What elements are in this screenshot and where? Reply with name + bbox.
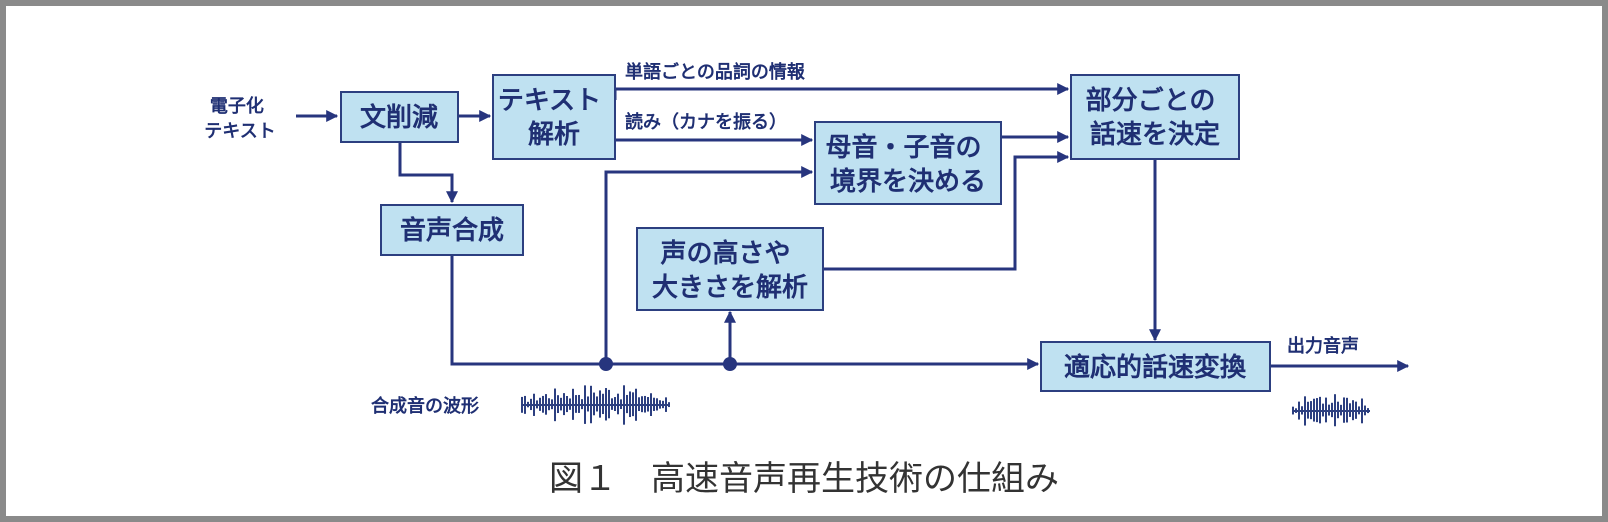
svg-text:声の高さや 大きさを解析: 声の高さや 大きさを解析	[652, 238, 808, 303]
label-gosei-hakei: 合成音の波形	[371, 395, 479, 417]
label-output: 出力音声	[1287, 335, 1359, 357]
waveform-main-line	[450, 255, 1040, 370]
box-bunsakugen: 文削減	[340, 91, 459, 143]
box-bubun-wasoku: 部分ごとの 話速を決定	[1070, 74, 1240, 160]
label-hinshi-info: 単語ごとの品詞の情報	[625, 61, 806, 83]
svg-text:音声合成: 音声合成	[400, 215, 504, 246]
arrow-koe-to-bubun	[823, 151, 1070, 271]
box-tekio-wasoku-henkan: 適応的話速変換	[1040, 341, 1271, 392]
figure-caption: 図１ 高速音声再生技術の仕組み	[549, 459, 1059, 499]
svg-text:文削減: 文削減	[360, 102, 438, 133]
arrow-hinshi-info	[613, 83, 1070, 100]
box-koe-takasa: 声の高さや 大きさを解析	[636, 227, 824, 311]
box-text-kaiseki: テキスト 解析	[492, 74, 616, 160]
input-label: 電子化 テキスト	[204, 95, 275, 142]
arrow-bunsakugen-to-onsei-gosei	[398, 142, 458, 204]
svg-text:テキスト 解析: テキスト 解析	[498, 86, 610, 150]
svg-text:部分ごとの 話速を決定: 部分ごとの 話速を決定	[1086, 85, 1225, 150]
junction-dot-2	[723, 357, 737, 371]
svg-text:適応的話速変換: 適応的話速変換	[1064, 352, 1247, 383]
box-boin-shiin: 母音・子音の 境界を決める	[814, 121, 1002, 205]
output-waveform-icon	[1292, 394, 1370, 427]
connectors	[296, 83, 1410, 372]
svg-text:母音・子音の 境界を決める: 母音・子音の 境界を決める	[825, 132, 990, 197]
arrow-waveform-to-boin	[604, 166, 814, 364]
junction-dot-1	[599, 357, 613, 371]
label-yomi: 読み（カナを振る）	[625, 111, 787, 133]
box-onsei-gosei: 音声合成	[380, 204, 524, 256]
synth-waveform-icon	[521, 385, 670, 425]
